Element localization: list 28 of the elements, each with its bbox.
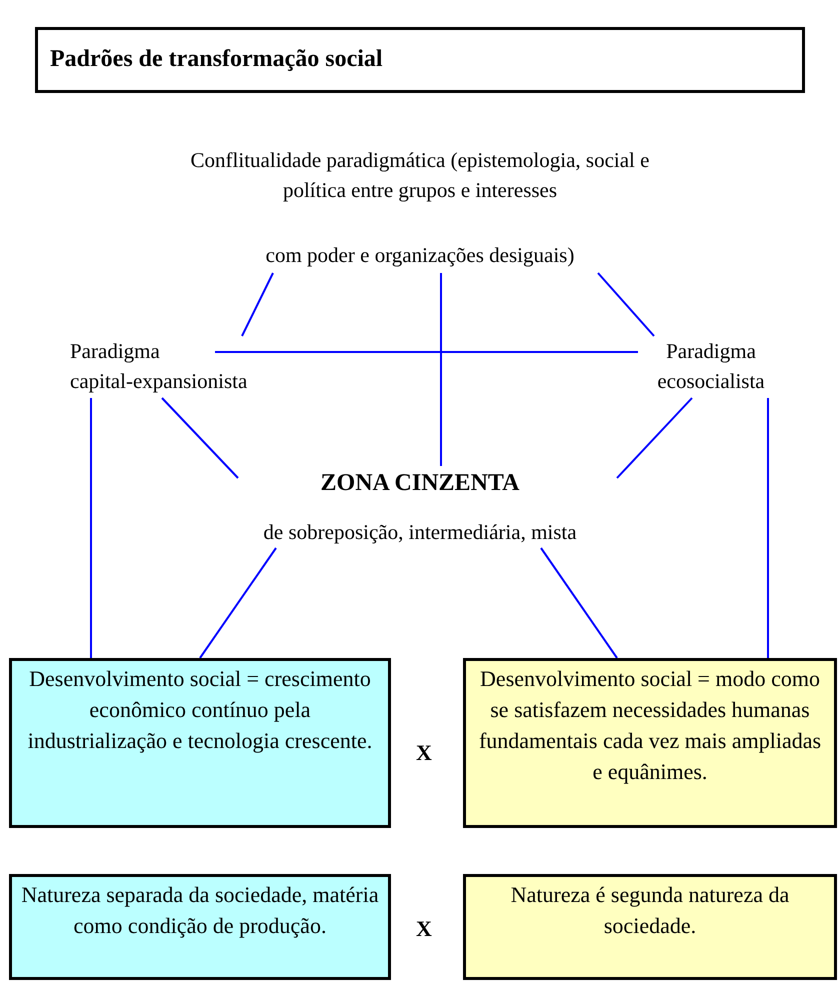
- connector-line: [215, 351, 638, 353]
- node-text: Paradigma capital-expansionista: [70, 338, 248, 395]
- node-text: Desenvolvimento social = crescimento econômico contínuo pela industrialização e tecnologia crescente.: [26, 665, 374, 755]
- text-box: [9, 658, 391, 828]
- node-text: Conflitualidade paradigmática (epistemologia, social e política entre grupos e interesses: [190, 147, 650, 204]
- connector-line: [767, 398, 769, 658]
- text-box: [463, 874, 837, 980]
- text-box: [463, 658, 837, 828]
- connector-line: [199, 547, 277, 659]
- node-text: Natureza separada da sociedade, matéria como condição de produção.: [20, 881, 380, 940]
- connector-line: [540, 547, 618, 659]
- connector-line: [440, 273, 442, 466]
- connector-line: [161, 397, 239, 479]
- node-text: Paradigma ecosocialista: [656, 338, 766, 395]
- connector-line: [597, 272, 655, 337]
- node-text: Desenvolvimento social = modo como se satisfazem necessidades humanas fundamentais cada vez mais ampliadas e equânimes.: [478, 665, 822, 786]
- connector-line: [90, 398, 92, 658]
- node-text: de sobreposição, intermediária, mista: [263, 519, 577, 546]
- text-box: [9, 874, 391, 980]
- title: Padrões de transformação social: [50, 45, 383, 74]
- connector-line: [241, 272, 274, 336]
- versus-mark: X: [416, 740, 432, 766]
- node-text: Natureza é segunda natureza da sociedade.: [510, 881, 790, 940]
- node-text: com poder e organizações desiguais): [266, 242, 574, 269]
- heading: ZONA CINZENTA: [320, 469, 520, 498]
- connector-line: [616, 397, 693, 479]
- versus-mark: X: [416, 916, 432, 942]
- title-box: [35, 27, 805, 93]
